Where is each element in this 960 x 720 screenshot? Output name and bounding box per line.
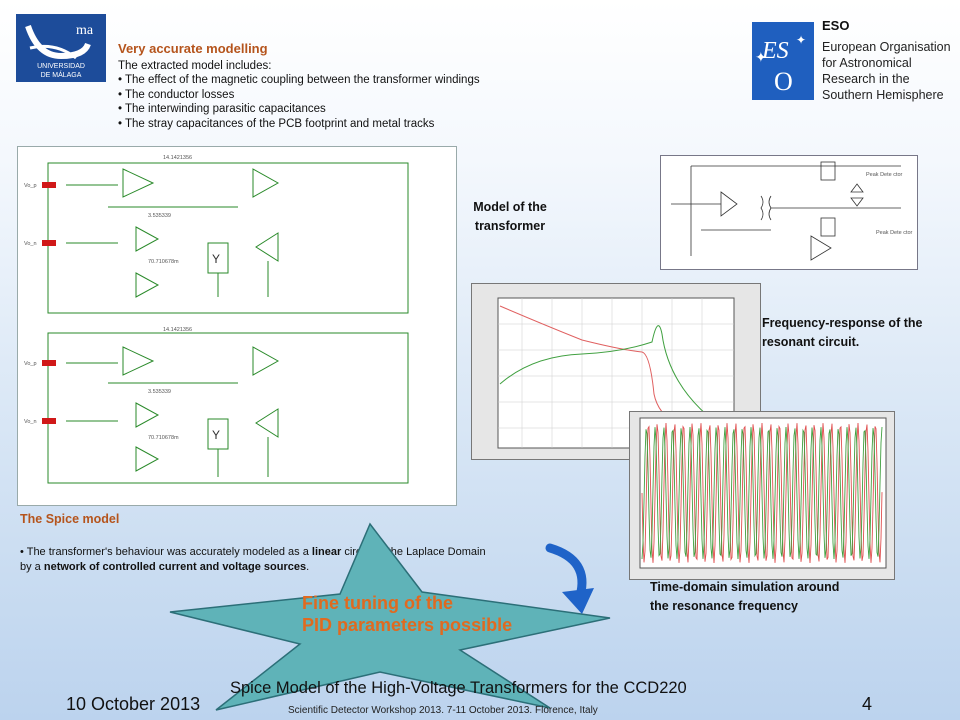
frequency-response-label: Frequency-response of the resonant circu…: [762, 316, 923, 349]
intro-bullet: The effect of the magnetic coupling betw…: [118, 73, 578, 88]
intro-bullet: The stray capacitances of the PCB footpr…: [118, 117, 578, 132]
svg-text:✦: ✦: [755, 49, 767, 65]
footer-title: Spice Model of the High-Voltage Transfor…: [230, 679, 687, 697]
svg-text:Vo_p: Vo_p: [24, 183, 37, 189]
svg-text:Vo_n: Vo_n: [24, 241, 37, 247]
eso-name-line: Research in the: [822, 72, 910, 86]
page-number: 4: [862, 694, 873, 714]
eso-logo: ES O ✦ ✦: [752, 14, 952, 104]
intro-bullet: The conductor losses: [118, 88, 578, 103]
svg-text:Vo_n: Vo_n: [24, 419, 37, 425]
model-label: Model of the transformer: [473, 200, 547, 233]
svg-text:14.1421356: 14.1421356: [163, 327, 192, 333]
svg-text:Peak Dete ctor: Peak Dete ctor: [876, 230, 913, 236]
svg-text:14.1421356: 14.1421356: [163, 155, 192, 161]
intro-bullet: The interwinding parasitic capacitances: [118, 102, 578, 117]
time-domain-plot: [629, 411, 895, 580]
university-logo: ma UNIVERSIDAD DE MÁLAGA: [16, 14, 106, 82]
svg-text:Peak Dete ctor: Peak Dete ctor: [866, 172, 903, 178]
spice-model-description: • The transformer's behaviour was accura…: [20, 546, 486, 573]
intro-lead: The extracted model includes:: [118, 59, 272, 72]
svg-text:Vo_p: Vo_p: [24, 361, 37, 367]
svg-text:3.535339: 3.535339: [148, 213, 171, 219]
svg-text:70.710678m: 70.710678m: [148, 259, 179, 265]
svg-text:DE MÁLAGA: DE MÁLAGA: [41, 70, 82, 79]
star-callout-text: Fine tuning of the PID parameters possib…: [302, 593, 513, 635]
spice-schematic: Vo_p Vo_n Vo_p Vo_n 14.1421356 3.535339 …: [17, 146, 457, 506]
svg-text:✦: ✦: [796, 33, 806, 47]
svg-text:UNIVERSIDAD: UNIVERSIDAD: [37, 63, 85, 70]
svg-text:Y: Y: [212, 428, 220, 442]
spice-model-title: The Spice model: [20, 512, 120, 526]
svg-text:ES: ES: [761, 38, 789, 64]
eso-name-line: Southern Hemisphere: [822, 88, 944, 102]
star-callout: [150, 520, 630, 715]
eso-name-line: European Organisation: [822, 40, 951, 54]
footer-date: 10 October 2013: [66, 694, 201, 714]
intro-heading: Very accurate modelling: [118, 41, 268, 56]
time-domain-label: Time-domain simulation around the resona…: [650, 580, 840, 613]
footer-subtitle: Scientific Detector Workshop 2013. 7-11 …: [288, 705, 598, 716]
curved-arrow-icon: [540, 540, 600, 620]
svg-text:70.710678m: 70.710678m: [148, 435, 179, 441]
transformer-circuit: Peak Dete ctor Peak Dete ctor: [660, 155, 918, 270]
intro-section: Very accurate modelling The extracted mo…: [118, 41, 578, 132]
svg-text:Y: Y: [212, 252, 220, 266]
eso-name-line: for Astronomical: [822, 56, 912, 70]
uma-mark: ma: [76, 23, 94, 38]
svg-text:O: O: [774, 67, 793, 96]
svg-text:3.535339: 3.535339: [148, 389, 171, 395]
eso-short-name: ESO: [822, 18, 850, 33]
